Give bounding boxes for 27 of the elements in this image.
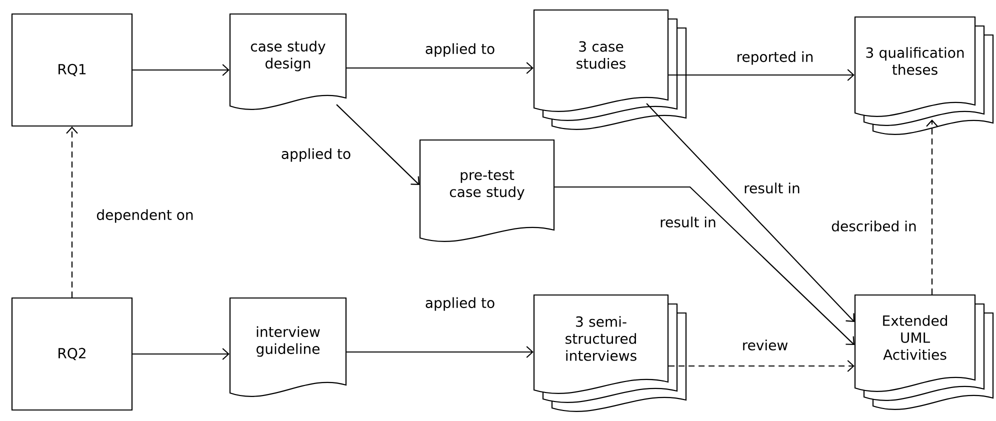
stacked-documents: Extended UML Activities	[854, 294, 994, 410]
arrow	[926, 120, 938, 294]
edge-label: result in	[658, 216, 718, 228]
edge-label: applied to	[280, 147, 352, 163]
arrow	[336, 104, 420, 185]
arrow	[646, 103, 854, 322]
arrow	[132, 64, 230, 76]
arrow	[346, 62, 534, 74]
edge-label: described in	[830, 220, 918, 232]
edge-label: applied to	[424, 296, 496, 312]
edge-label: applied to	[424, 42, 496, 58]
arrow	[132, 348, 230, 360]
node-label: Extended UML Activities	[883, 315, 947, 360]
stacked-documents: 3 semi-structured interviews	[533, 294, 687, 412]
edge-label: result in	[742, 182, 802, 194]
edge-label: review	[740, 338, 790, 352]
edge-label: reported in	[735, 50, 815, 66]
question-box: RQ2	[11, 297, 133, 411]
question-box: RQ1	[11, 13, 133, 127]
arrow	[66, 126, 78, 298]
edge-label: dependent on	[95, 208, 195, 224]
arrow	[668, 69, 854, 81]
arrow	[554, 186, 854, 345]
stacked-documents: 3 qualification theses	[854, 16, 994, 135]
arrow	[346, 346, 534, 358]
arrow	[668, 360, 854, 372]
stacked-documents: 3 case studies	[533, 9, 687, 130]
